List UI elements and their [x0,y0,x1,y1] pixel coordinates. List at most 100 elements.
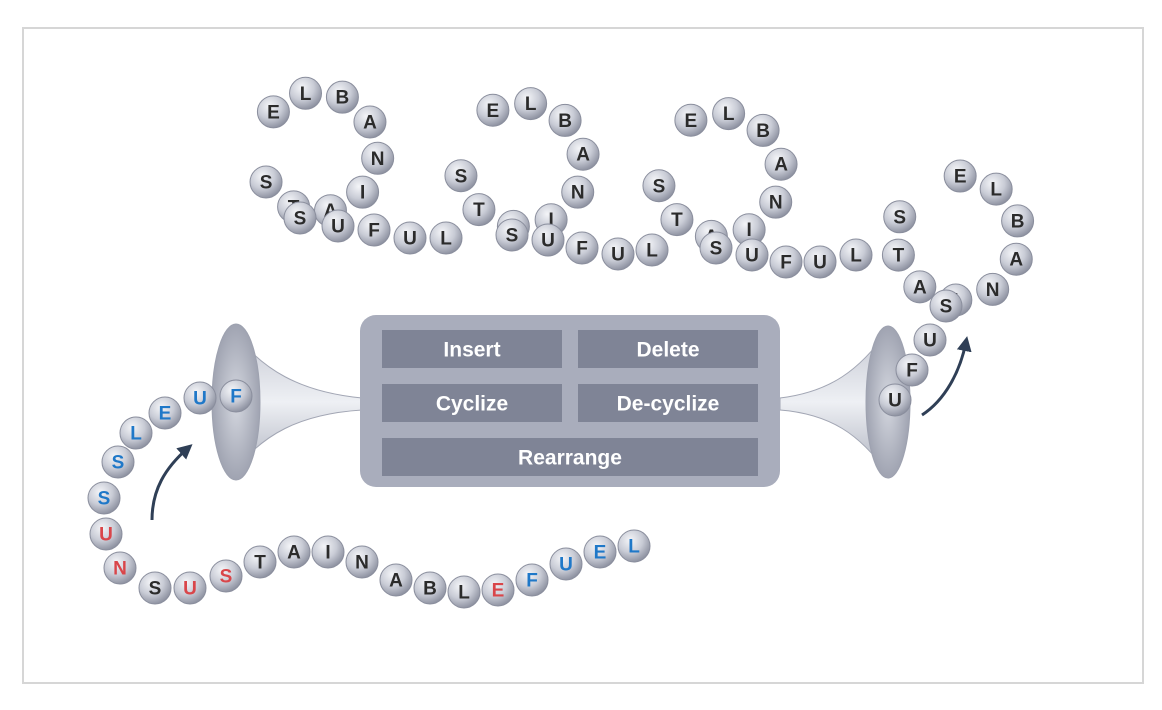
output-bead-shape [764,147,798,181]
output-bead-shape [903,270,937,304]
output-bead-letter: S [294,209,307,230]
output-bead-letter: F [368,221,380,242]
output-bead-shape [999,242,1033,276]
output-bead: S [929,289,963,323]
output-bead-letter: A [913,277,927,298]
output-bead-letter: U [403,229,417,250]
output-bead-letter: N [986,280,1000,301]
input-bead-shape [617,529,651,563]
delete-button[interactable]: Delete [578,330,758,368]
input-bead: L [617,529,651,563]
input-bead-letter: L [130,424,142,445]
input-bead: U [89,517,123,551]
input-bead-letter: T [254,553,266,574]
output-bead-letter: L [850,246,862,267]
output-bead-letter: L [646,241,658,262]
input-bead-shape [311,535,345,569]
output-bead: L [712,97,746,131]
output-bead: S [444,159,478,193]
cyclize-button[interactable]: Cyclize [382,384,562,422]
output-bead-letter: U [745,246,759,267]
output-bead: E [476,93,510,127]
input-bead: F [515,563,549,597]
output-bead-letter: L [300,84,312,105]
output-bead-letter: S [710,239,723,260]
input-bead-letter: A [287,543,301,564]
output-bead: L [514,87,548,121]
input-bead-letter: E [492,581,505,602]
input-bead: B [413,571,447,605]
cyclize-label: Cyclize [436,393,508,416]
input-bead: F [219,379,253,413]
output-bead-letter: S [940,297,953,318]
output-bead-letter: F [780,253,792,274]
input-bead-letter: L [458,583,470,604]
output-bead-shape [1001,204,1035,238]
output-bead-letter: U [331,217,345,238]
input-bead-letter: E [594,543,607,564]
input-bead-shape [219,379,253,413]
input-bead: S [87,481,121,515]
decyclize-button[interactable]: De-cyclize [578,384,758,422]
output-bead-letter: I [360,183,365,204]
output-bead: L [429,221,463,255]
output-bead-letter: I [548,210,553,231]
output-bead-shape [566,137,600,171]
output-bead-letter: B [558,111,572,132]
rearrange-button[interactable]: Rearrange [382,438,758,476]
insert-label: Insert [443,339,500,362]
output-bead-shape [759,185,793,219]
output-bead-letter: E [954,167,967,188]
output-bead-letter: N [769,193,783,214]
output-bead-shape [746,113,780,147]
output-bead-shape [476,93,510,127]
output-bead: F [769,245,803,279]
output-bead: S [249,165,283,199]
input-bead-shape [101,445,135,479]
output-bead: B [325,80,359,114]
input-bead: L [119,416,153,450]
output-bead-shape [429,221,463,255]
output-bead: S [883,200,917,234]
output-bead-shape [735,238,769,272]
output-bead-shape [462,193,496,227]
output-bead-shape [321,209,355,243]
input-bead-shape [413,571,447,605]
output-bead-shape [346,175,380,209]
insert-button[interactable]: Insert [382,330,562,368]
output-bead-shape [548,103,582,137]
output-bead: S [283,201,317,235]
output-bead: S [495,218,529,252]
output-bead-shape [929,289,963,323]
output-bead-shape [712,97,746,131]
input-bead-shape [138,571,172,605]
output-bead-shape [561,175,595,209]
input-bead-shape [345,545,379,579]
output-bead-letter: N [571,183,585,204]
input-bead: S [209,559,243,593]
output-bead-shape [531,223,565,257]
output-bead-letter: A [1009,250,1023,271]
output-bead-shape [699,231,733,265]
input-bead-shape [148,396,182,430]
output-bead-shape [660,203,694,237]
output-bead: A [353,105,387,139]
input-bead-shape [379,563,413,597]
input-bead-shape [515,563,549,597]
output-bead-letter: L [525,94,537,115]
output-bead: U [913,323,947,357]
output-bead-shape [976,272,1010,306]
output-bead-letter: U [611,245,625,266]
output-bead-shape [361,141,395,175]
output-bead-shape [289,76,323,110]
output-bead-letter: B [756,121,770,142]
input-bead-letter: U [193,389,207,410]
input-bead: S [101,445,135,479]
output-bead-shape [256,95,290,129]
output-bead-letter: A [774,155,788,176]
output-flow-arrow [921,336,972,417]
output-bead: A [566,137,600,171]
input-bead-shape [87,481,121,515]
input-bead: N [103,551,137,585]
